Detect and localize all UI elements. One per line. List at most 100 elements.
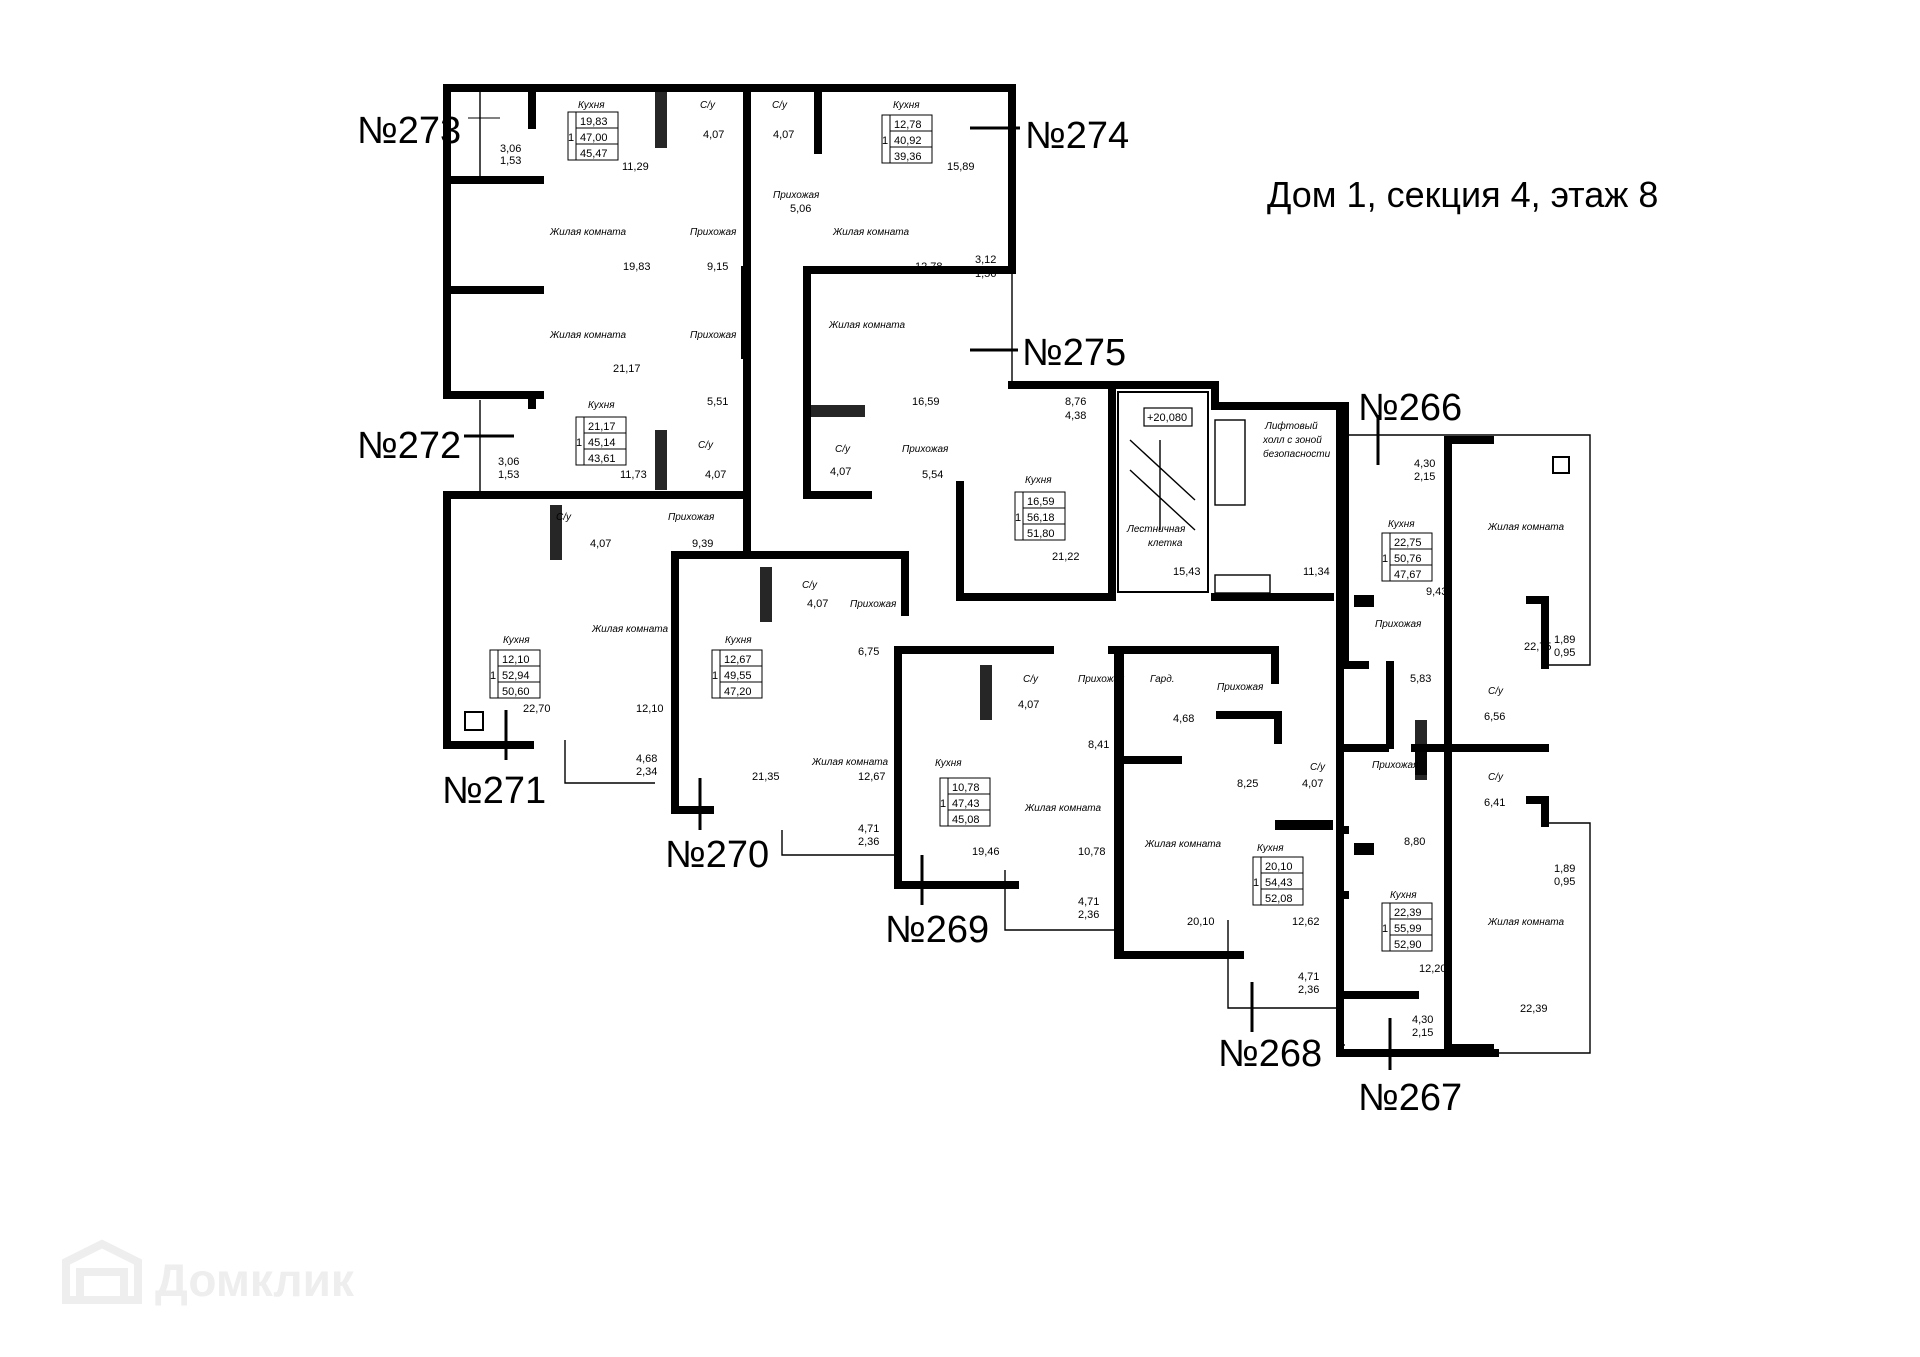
info-rooms: 1 [1382,923,1388,935]
info-v3: 51,80 [1027,528,1055,540]
area-value: 3,06 [500,143,521,155]
area-value: 2,15 [1412,1027,1433,1039]
area-value: 19,46 [972,846,1000,858]
room-name: Гард. [1150,674,1175,685]
info-box: 1 22,39 55,99 52,90 [1381,902,1433,952]
info-v2: 56,18 [1027,512,1055,524]
area-value: 4,38 [1065,410,1086,422]
info-v1: 20,10 [1265,861,1293,873]
room-names: Кухня С/у С/у Кухня Жилая комната Прихож… [503,100,1564,928]
area-value: 4,07 [773,129,794,141]
area-value: 19,83 [623,261,651,273]
room-name: С/у [772,100,788,111]
area-value: 10,78 [1078,846,1106,858]
area-value: 9,39 [692,538,713,550]
room-name: С/у [802,580,818,591]
room-name: С/у [835,444,851,455]
area-value: 6,41 [1484,797,1505,809]
info-rooms: 1 [568,132,574,144]
info-v3: 45,08 [952,814,980,826]
info-v2: 40,92 [894,135,922,147]
area-value: 4,07 [830,466,851,478]
info-rooms: 1 [576,437,582,449]
room-name: Жилая комната [832,227,909,238]
area-value: 4,07 [1018,699,1039,711]
info-v3: 52,08 [1265,893,1293,905]
room-name: С/у [1310,762,1326,773]
area-value: 3,06 [498,456,519,468]
info-v1: 21,17 [588,421,616,433]
area-value: 22,70 [523,703,551,715]
area-value: 11,34 [1303,566,1330,578]
room-name: Жилая комната [828,320,905,331]
area-value: 4,07 [590,538,611,550]
area-value: 16,59 [912,396,940,408]
area-value: 6,75 [858,646,879,658]
info-v3: 45,47 [580,148,608,160]
area-value: 12,67 [858,771,886,783]
watermark-text: Домклик [155,1254,355,1306]
info-v1: 12,67 [724,654,752,666]
apartment-label: №271 [442,770,546,812]
info-box: 1 10,78 47,43 45,08 [939,777,991,827]
house-logo-icon [62,1239,142,1304]
info-box: 1 22,75 50,76 47,67 [1381,532,1433,582]
apartment-label: №272 [357,425,461,467]
area-value: 21,17 [613,363,641,375]
room-name: С/у [698,440,714,451]
info-v3: 52,90 [1394,939,1422,951]
room-name: Прихожая [773,190,820,201]
info-box: 1 12,78 40,92 39,36 [881,114,933,164]
apartment-label: №269 [885,909,989,951]
room-name: Кухня [725,635,752,646]
info-v3: 50,60 [502,686,530,698]
room-name: Кухня [1388,519,1415,530]
room-name: Прихожая [1217,682,1264,693]
area-value: 2,34 [636,766,657,778]
room-name: клетка [1148,538,1183,549]
area-value: 4,71 [1298,971,1319,983]
room-name: С/у [700,100,716,111]
info-v3: 39,36 [894,151,922,163]
info-box: 1 19,83 47,00 45,47 [567,111,619,161]
area-value: 21,22 [1052,551,1080,563]
room-name: Прихожая [902,444,949,455]
info-v1: 22,39 [1394,907,1422,919]
room-name: Прихожая [1078,674,1125,685]
info-v2: 49,55 [724,670,752,682]
room-name: Прихожая [850,599,897,610]
info-rooms: 1 [712,670,718,682]
room-name: С/у [1488,686,1504,697]
area-value: 1,53 [500,155,521,167]
info-v1: 16,59 [1027,496,1055,508]
area-value: 20,10 [1187,916,1215,928]
info-v1: 12,10 [502,654,530,666]
walls [443,84,1549,1057]
area-value: 3,12 [975,254,996,266]
room-name: Жилая комната [1487,917,1564,928]
area-value: 0,95 [1554,647,1575,659]
area-value: 21,35 [752,771,780,783]
room-name: Прихожая [1372,760,1419,771]
area-value: 1,89 [1554,863,1575,875]
info-v1: 10,78 [952,782,980,794]
area-value: 11,29 [622,161,649,173]
area-value: 2,15 [1414,471,1435,483]
info-box: 1 21,17 45,14 43,61 [575,416,627,466]
area-value: 8,41 [1088,739,1109,751]
room-name: Жилая комната [1487,522,1564,533]
room-name: Жилая комната [549,330,626,341]
area-value: 5,06 [790,203,811,215]
area-value: 15,43 [1173,566,1201,578]
area-value: 12,20 [1419,963,1447,975]
apartment-info-boxes: 1 19,83 47,00 45,47 1 12,78 40,92 39,36 … [489,111,1433,952]
room-name: Прихожая [690,227,737,238]
room-name: С/у [1023,674,1039,685]
area-value: 1,56 [975,268,996,280]
info-box: 1 16,59 56,18 51,80 [1014,491,1066,541]
info-rooms: 1 [490,670,496,682]
area-value: 4,07 [1302,778,1323,790]
area-value: 4,30 [1414,458,1435,470]
area-value: 4,07 [703,129,724,141]
